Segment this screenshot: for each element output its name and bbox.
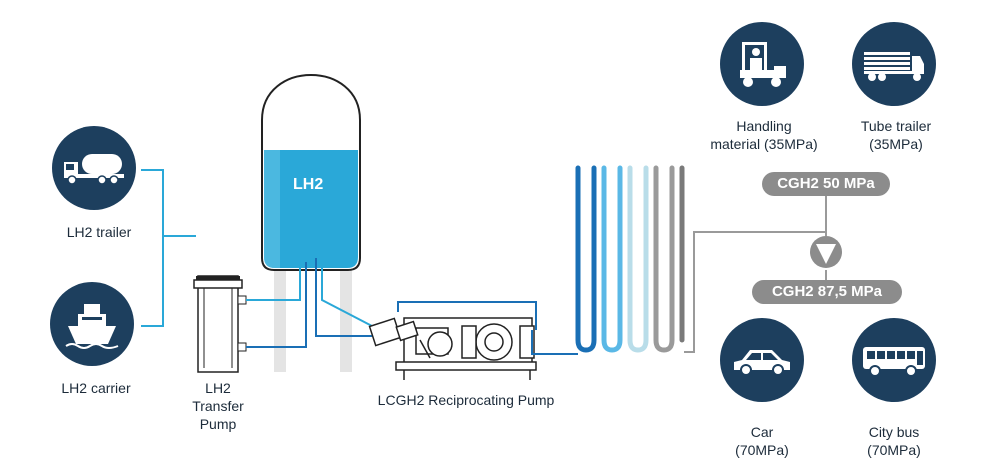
bus-label-1: City bus [868, 424, 920, 440]
lh2-carrier-label: LH2 carrier [61, 380, 131, 396]
tube-trailer-label-2: (35MPa) [869, 136, 923, 152]
tube-trailer-icon [852, 22, 936, 106]
pump-tank-lines [246, 262, 301, 301]
transfer-pump-label-3: Pump [199, 416, 237, 432]
tank-legs [274, 268, 352, 372]
reciprocating-pump [368, 317, 537, 380]
reciprocating-pump-label: LCGH2 Reciprocating Pump [377, 392, 555, 408]
lh2-trailer-label: LH2 trailer [66, 224, 132, 240]
car-label-2: (70MPa) [735, 442, 789, 458]
pump-tank-lines-dark [246, 258, 372, 348]
bus-label-2: (70MPa) [867, 442, 921, 458]
car-icon [720, 318, 804, 402]
tanker-truck-icon [52, 126, 136, 210]
transfer-pump-label-2: Transfer [192, 398, 244, 414]
valve-icon [810, 236, 842, 268]
transfer-pump-label-1: LH2 [205, 380, 231, 396]
car-label-1: Car [750, 424, 774, 440]
tube-bank [575, 165, 685, 353]
supply-lines [141, 169, 196, 327]
transfer-pump [193, 275, 247, 373]
cgh2-50-label: CGH2 50 MPa [762, 172, 890, 196]
tank-label: LH2 [293, 176, 324, 193]
ship-icon [50, 282, 134, 366]
tube-trailer-label-1: Tube trailer [860, 118, 932, 134]
bus-icon [852, 318, 936, 402]
lh2-tank [261, 74, 361, 271]
forklift-icon [720, 22, 804, 106]
handling-label-1: Handling [736, 118, 792, 134]
cgh2-875-label: CGH2 87,5 MPa [752, 280, 902, 304]
handling-label-2: material (35MPa) [710, 136, 818, 152]
